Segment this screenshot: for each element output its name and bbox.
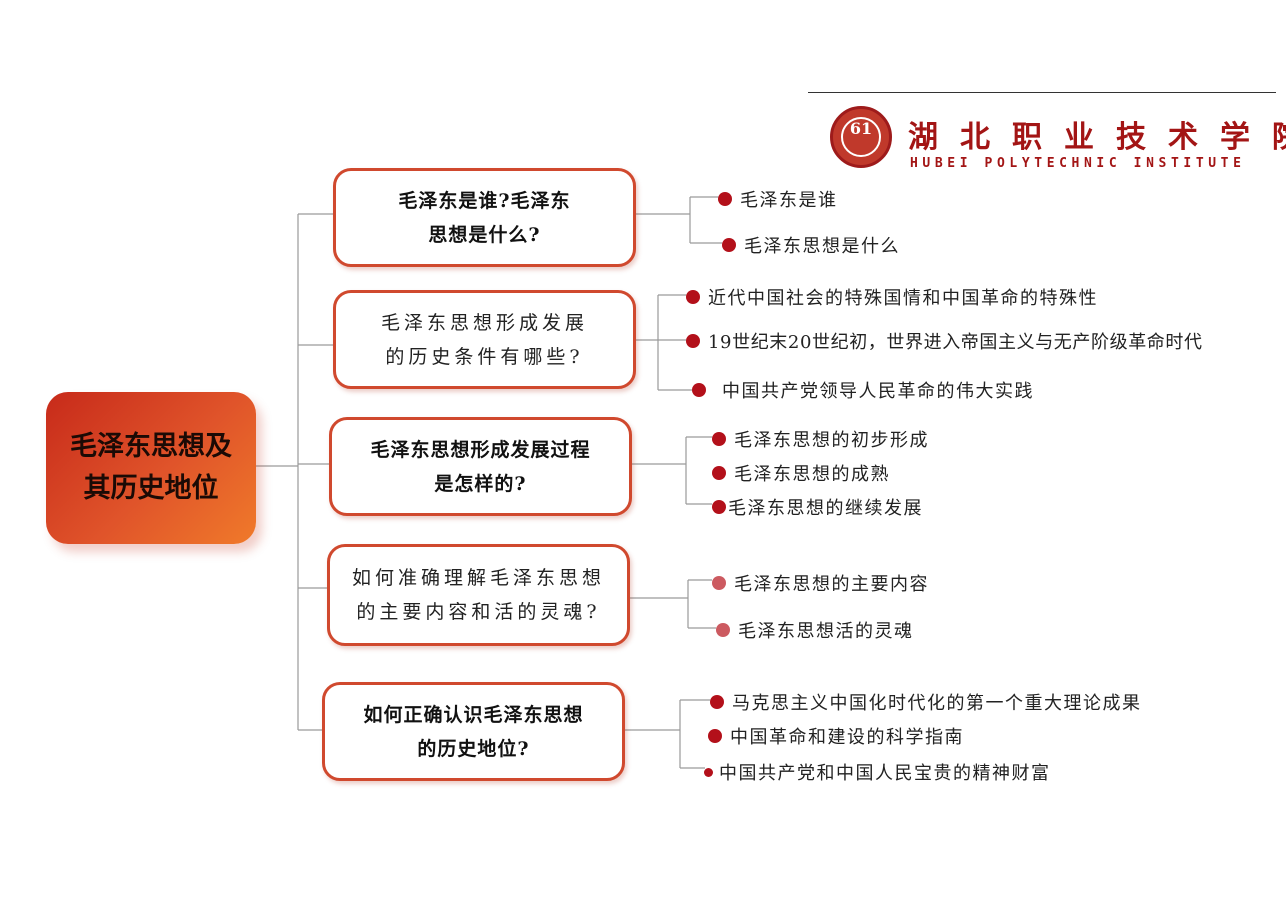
bullet-dot-icon bbox=[716, 623, 730, 637]
topic-box-line2: 是怎样的? bbox=[434, 472, 527, 495]
bullet-dot-icon bbox=[722, 238, 736, 252]
leaf-item: 近代中国社会的特殊国情和中国革命的特殊性 bbox=[686, 284, 1098, 310]
institute-name-cn: 湖北职业技术学院 bbox=[908, 120, 1286, 155]
bullet-dot-icon bbox=[718, 192, 732, 206]
leaf-item: 中国共产党领导人民革命的伟大实践 bbox=[692, 377, 1034, 403]
bullet-dot-icon bbox=[710, 695, 724, 709]
bullet-dot-icon bbox=[712, 500, 726, 514]
leaf-item: 毛泽东思想的初步形成 bbox=[712, 426, 929, 452]
topic-box-line2: 的历史条件有哪些? bbox=[385, 345, 584, 368]
leaf-item: 毛泽东思想的继续发展 bbox=[712, 494, 923, 520]
topic-box-formation-process: 毛泽东思想形成发展过程 是怎样的? bbox=[329, 417, 632, 516]
leaf-item: 19世纪末20世纪初，世界进入帝国主义与无产阶级革命时代 bbox=[686, 328, 1203, 354]
bullet-dot-icon bbox=[712, 466, 726, 480]
bullet-dot-icon bbox=[712, 432, 726, 446]
topic-box-historical-status: 如何正确认识毛泽东思想 的历史地位? bbox=[322, 682, 625, 781]
topic-box-line1: 毛泽东思想形成发展过程 bbox=[370, 438, 591, 461]
central-topic-node: 毛泽东思想及 其历史地位 bbox=[46, 392, 256, 544]
leaf-item: 毛泽东是谁 bbox=[718, 186, 838, 212]
leaf-item: 毛泽东思想的主要内容 bbox=[712, 570, 929, 596]
bullet-dot-icon bbox=[712, 576, 726, 590]
topic-box-historical-conditions: 毛泽东思想形成发展 的历史条件有哪些? bbox=[333, 290, 636, 389]
topic-box-line2: 的主要内容和活的灵魂? bbox=[356, 601, 601, 623]
bullet-dot-icon bbox=[708, 729, 722, 743]
topic-box-line1: 毛泽东思想形成发展 bbox=[380, 311, 588, 334]
central-topic-line2: 其历史地位 bbox=[83, 473, 219, 504]
bullet-dot-icon bbox=[686, 334, 700, 348]
topic-box-who-is-mao: 毛泽东是谁?毛泽东 思想是什么? bbox=[333, 168, 636, 267]
leaf-item: 中国共产党和中国人民宝贵的精神财富 bbox=[704, 759, 1051, 785]
topic-box-line1: 毛泽东是谁?毛泽东 bbox=[398, 189, 571, 212]
leaf-item: 马克思主义中国化时代化的第一个重大理论成果 bbox=[710, 689, 1142, 715]
leaf-item: 中国革命和建设的科学指南 bbox=[708, 723, 964, 749]
topic-box-main-content: 如何准确理解毛泽东思想 的主要内容和活的灵魂? bbox=[327, 544, 630, 646]
topic-box-line1: 如何准确理解毛泽东思想 bbox=[351, 567, 605, 589]
leaf-item: 毛泽东思想的成熟 bbox=[712, 460, 890, 486]
central-topic-line1: 毛泽东思想及 bbox=[70, 431, 232, 462]
bullet-dot-icon bbox=[704, 767, 713, 777]
institute-seal-icon: 61 bbox=[830, 106, 892, 168]
header-divider bbox=[808, 92, 1276, 93]
topic-box-line2: 思想是什么? bbox=[428, 223, 541, 246]
topic-box-line2: 的历史地位? bbox=[417, 737, 530, 760]
institute-logo: 61 湖北职业技术学院 HUBEI POLYTECHNIC INSTITUTE bbox=[830, 106, 1286, 178]
leaf-item: 毛泽东思想是什么 bbox=[722, 232, 900, 258]
bullet-dot-icon bbox=[692, 383, 706, 397]
topic-box-line1: 如何正确认识毛泽东思想 bbox=[363, 703, 584, 726]
institute-name-en: HUBEI POLYTECHNIC INSTITUTE bbox=[910, 156, 1246, 171]
bullet-dot-icon bbox=[686, 290, 700, 304]
leaf-item: 毛泽东思想活的灵魂 bbox=[716, 617, 914, 643]
